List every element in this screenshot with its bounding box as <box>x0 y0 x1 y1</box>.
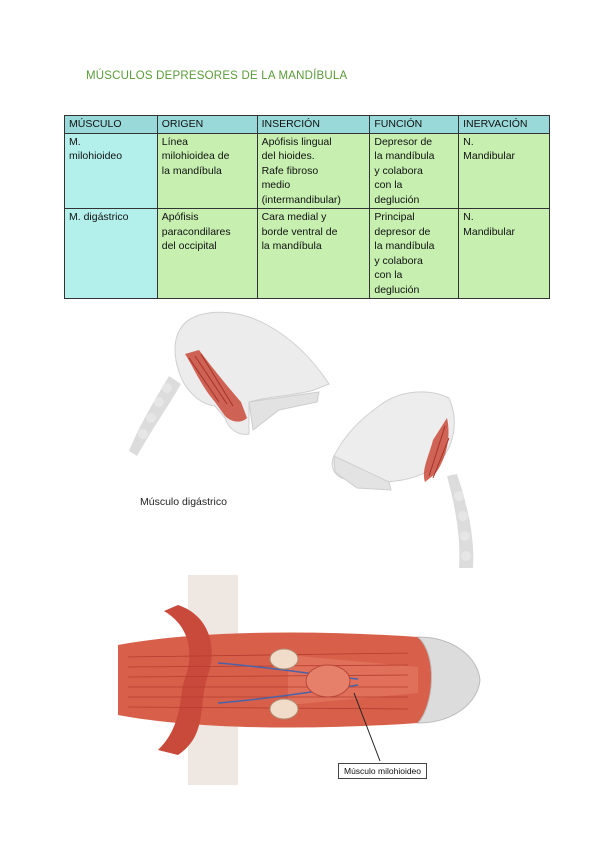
mylohyoid-caption: Músculo milohioideo <box>338 763 428 779</box>
table-cell: Apófisis lingual del hioides. Rafe fibro… <box>256 132 371 209</box>
table-header-row: MÚSCULO ORIGEN INSERCIÓN FUNCIÓN INERVAC… <box>64 115 550 134</box>
digastric-figure: Músculo digástrico <box>129 306 487 568</box>
table-cell: M. digástrico <box>64 208 158 299</box>
mylohyoid-illustration <box>118 575 481 785</box>
header-funcion: FUNCIÓN <box>369 115 460 134</box>
table-cell: Depresor de la mandíbula y colabora con … <box>369 132 460 209</box>
page-title: MÚSCULOS DEPRESORES DE LA MANDÍBULA <box>86 70 348 82</box>
table-row: M. milohioideo Línea milohioidea de la m… <box>64 132 550 209</box>
leader-line <box>353 692 381 762</box>
digastric-caption: Músculo digástrico <box>140 496 227 508</box>
header-insercion: INSERCIÓN <box>256 115 371 134</box>
table-cell: Apófisis paracondilares del occipital <box>156 208 258 299</box>
table-cell: Cara medial y borde ventral de la mandíb… <box>256 208 371 299</box>
table-row: M. digástrico Apófisis paracondilares de… <box>64 208 550 299</box>
header-musculo: MÚSCULO <box>64 115 158 134</box>
table-cell: Línea milohioidea de la mandíbula <box>156 132 258 209</box>
skull-left <box>129 311 330 456</box>
table-cell: N. Mandibular <box>458 208 550 299</box>
header-inervacion: INERVACIÓN <box>458 115 550 134</box>
mylohyoid-figure: Músculo milohioideo <box>118 575 483 785</box>
digastric-illustration <box>129 311 474 568</box>
skull-right <box>331 391 474 568</box>
table-cell: Principal depresor de la mandíbula y col… <box>369 208 460 299</box>
muscle-table: MÚSCULO ORIGEN INSERCIÓN FUNCIÓN INERVAC… <box>64 115 550 299</box>
header-origen: ORIGEN <box>156 115 258 134</box>
table-cell: M. milohioideo <box>64 132 158 209</box>
table-cell: N. Mandibular <box>458 132 550 209</box>
